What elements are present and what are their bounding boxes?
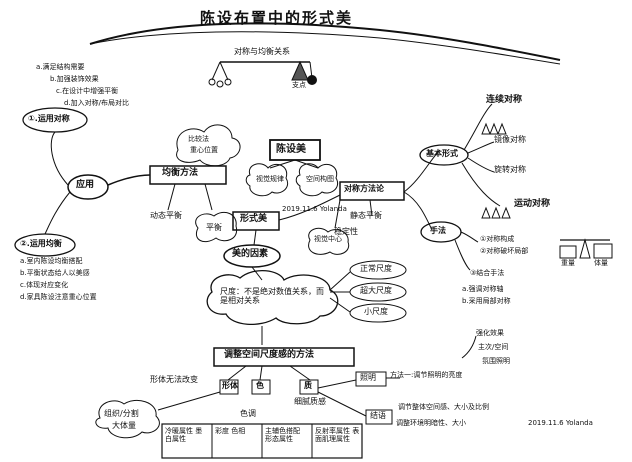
exp-label: 结语 bbox=[370, 411, 386, 420]
bottom-branch2: 色 bbox=[256, 381, 264, 390]
bottom-item2: 彩度 色相 bbox=[215, 427, 246, 435]
center-sub2: 空间构图 bbox=[306, 175, 334, 183]
right-balance-left: 重量 bbox=[561, 259, 575, 267]
beauty-cloud: 尺度：不是绝对数值关系，而是相对关系 bbox=[220, 287, 324, 305]
color-label: 色调 bbox=[240, 409, 256, 418]
center-signature: 2019.11.6 Yolanda bbox=[282, 205, 347, 213]
balance-note2: 重心位置 bbox=[190, 146, 218, 154]
left-bottom-bubble: ②.运用均衡 bbox=[20, 239, 62, 248]
center-feature2: 稳定性 bbox=[334, 227, 358, 236]
center-form-beauty: 形式美 bbox=[240, 214, 268, 224]
right-shape1: 镜像对称 bbox=[494, 135, 526, 144]
page-title: 陈设布置中的形式美 bbox=[200, 9, 354, 27]
light-item3: 氛围照明 bbox=[482, 357, 510, 365]
left-top-item-b: b.加强装饰效果 bbox=[50, 75, 99, 83]
light-item1: 强化效果 bbox=[476, 329, 504, 337]
left-top-item-d: d.加入对称/布局对比 bbox=[64, 99, 130, 107]
right-final-item-b: b.采用局部对称 bbox=[462, 297, 511, 305]
left-top-item-c: c.在设计中增强平衡 bbox=[56, 87, 119, 95]
scale-large: 超大尺度 bbox=[360, 286, 392, 295]
beauty-label: 美的因素 bbox=[232, 249, 269, 259]
grain-label: 组织/分割 bbox=[104, 409, 139, 418]
light-node: 照明 bbox=[360, 373, 376, 382]
left-bottom-item-b: b.平衡状态给人以美感 bbox=[20, 269, 90, 277]
right-motion-label: 运动对称 bbox=[514, 199, 551, 209]
light-item2: 主次/空间 bbox=[478, 343, 509, 351]
right-balance-right: 体量 bbox=[594, 259, 608, 267]
right-form-label: 基本形式 bbox=[426, 149, 458, 158]
scale-normal: 正常尺度 bbox=[360, 264, 392, 273]
exp-text2: 调整环境明暗性、大小 bbox=[396, 419, 466, 427]
bottom-b3-note: 细腻质感 bbox=[294, 397, 326, 406]
right-method-item3: ③结合手法 bbox=[470, 269, 505, 277]
right-top-title: 连续对称 bbox=[486, 95, 523, 105]
center-balance-node: 对称方法论 bbox=[344, 184, 384, 193]
bottom-title: 调整空间尺度感的方法 bbox=[224, 350, 315, 360]
grain-sub: 大体量 bbox=[112, 421, 136, 430]
center-static-balance: 静态平衡 bbox=[350, 211, 382, 220]
bottom-b1-note: 形体无法改变 bbox=[150, 375, 198, 384]
left-bottom-item-c: c.体现对应变化 bbox=[20, 281, 69, 289]
right-method-label: 手法 bbox=[430, 226, 446, 235]
right-shape2: 旋转对称 bbox=[494, 165, 526, 174]
left-top-bubble: ①.运用对称 bbox=[28, 114, 70, 123]
scale-small: 小尺度 bbox=[364, 307, 388, 316]
support-label: 支点 bbox=[292, 81, 306, 89]
bottom-item4: 反射率属性 表面肌理属性 bbox=[315, 427, 360, 443]
bottom-item1: 冷暖属性 墨白属性 bbox=[165, 427, 203, 443]
balance-label: 对称与均衡关系 bbox=[234, 47, 290, 56]
exp-text1: 调节整体空间感、大小及比例 bbox=[398, 403, 489, 411]
balance-method-title: 均衡方法 bbox=[162, 168, 199, 178]
left-bottom-item-d: d.家具陈设注意重心位置 bbox=[20, 293, 97, 301]
balance-sub2: 平衡 bbox=[206, 223, 222, 232]
bottom-branch3: 质 bbox=[304, 381, 312, 390]
bottom-signature: 2019.11.6 Yolanda bbox=[528, 419, 593, 427]
right-method-item2: ②对称破坏局部 bbox=[480, 247, 529, 255]
bottom-branch1: 形体 bbox=[222, 381, 238, 390]
left-bottom-item-a: a.室内陈设均衡搭配 bbox=[20, 257, 83, 265]
left-top-item-a: a.满足结构需要 bbox=[36, 63, 85, 71]
light-label: 方法一:调节照明的亮度 bbox=[390, 371, 463, 379]
bottom-item3: 主辅色搭配 形态属性 bbox=[265, 427, 300, 443]
left-node-apply: 应用 bbox=[76, 180, 95, 190]
balance-note: 比较法 bbox=[188, 135, 209, 143]
balance-sub1: 动态平衡 bbox=[150, 211, 182, 220]
center-sub1: 视觉规律 bbox=[256, 175, 284, 183]
right-method-item1: ①对称构成 bbox=[480, 235, 515, 243]
center-feature1: 视觉中心 bbox=[314, 235, 342, 243]
right-final-item-a: a.强调对称轴 bbox=[462, 285, 504, 293]
center-main: 陈设美 bbox=[276, 144, 306, 155]
